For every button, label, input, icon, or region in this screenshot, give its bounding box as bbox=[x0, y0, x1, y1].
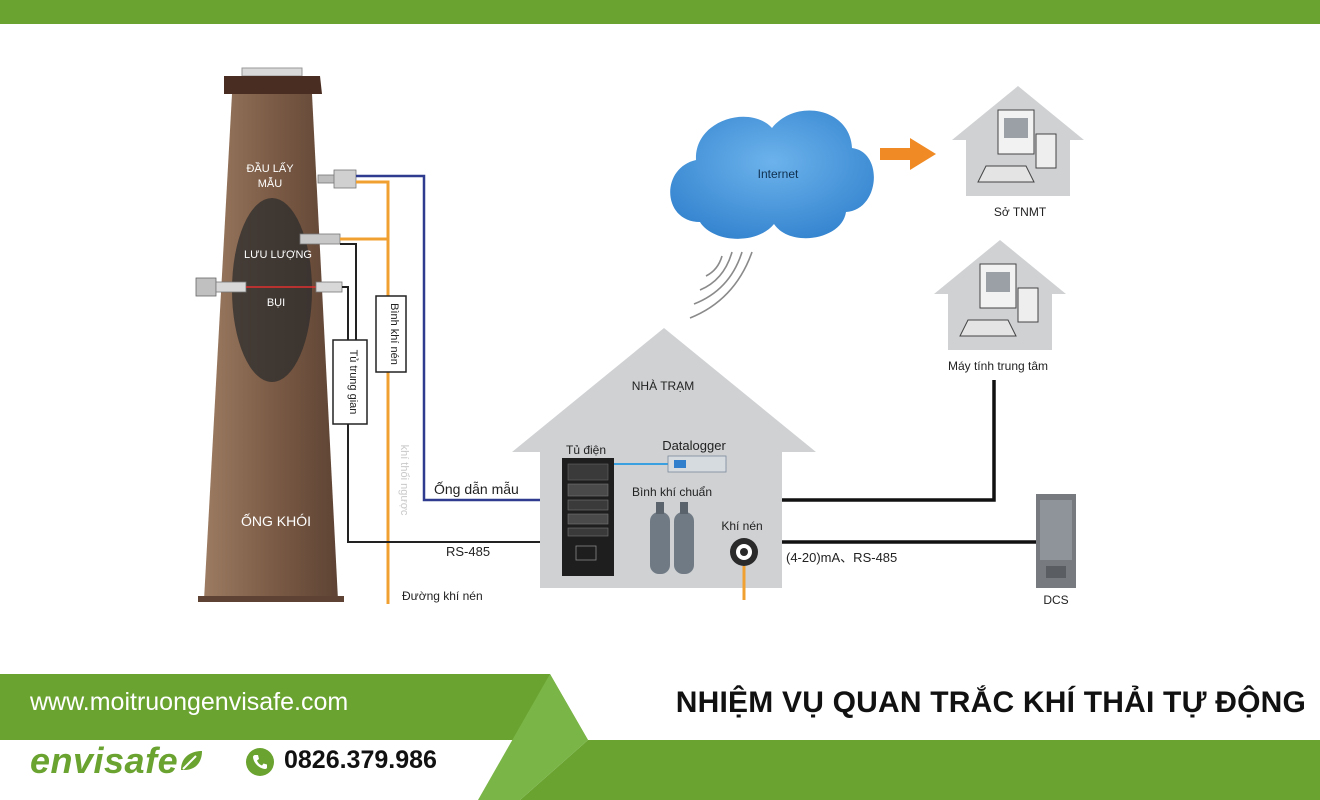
compressed-air-line-label: Đường khí nén bbox=[402, 589, 483, 603]
wireless-waves bbox=[689, 251, 753, 319]
intermediate-cabinet bbox=[332, 339, 368, 425]
compressed-air-label: Khí nén bbox=[721, 519, 762, 533]
phone-number[interactable]: 0826.379.986 bbox=[284, 746, 437, 774]
sampling-probe bbox=[317, 169, 357, 189]
cems-diagram: ỐNG KHÓI ĐẦU LẤY MẪU LƯU LƯỢNG BỤI Tủ tr… bbox=[195, 67, 1084, 607]
compressed-air-tank bbox=[375, 295, 407, 373]
dust-label: BỤI bbox=[267, 297, 285, 309]
dust-sensor bbox=[195, 277, 343, 297]
compressed-air-tank-label: Bình khí nén bbox=[388, 303, 400, 365]
data-flow-arrow-icon bbox=[880, 138, 936, 170]
compressed-air-unit bbox=[730, 538, 758, 600]
sampling-probe-label-1: ĐẦU LẤY bbox=[246, 162, 294, 175]
station-label: NHÀ TRẠM bbox=[632, 378, 694, 393]
central-link bbox=[782, 380, 996, 502]
signal-label: (4-20)mA、RS-485 bbox=[786, 550, 897, 565]
dcs-server bbox=[1036, 494, 1076, 588]
chimney-label: ỐNG KHÓI bbox=[241, 512, 311, 529]
central-computer-label: Máy tính trung tâm bbox=[948, 359, 1048, 373]
calibration-gas-label: Bình khí chuẩn bbox=[632, 485, 712, 499]
sotnmt-label: Sở TNMT bbox=[994, 205, 1047, 219]
flow-label: LƯU LƯỢNG bbox=[244, 249, 312, 261]
internet-label: Internet bbox=[758, 167, 799, 181]
sotnmt-house bbox=[952, 86, 1084, 196]
website-url[interactable]: www.moitruongenvisafe.com bbox=[30, 688, 349, 716]
datalogger bbox=[667, 455, 727, 473]
calibration-gas-cylinders bbox=[650, 502, 694, 574]
central-computer-house bbox=[934, 240, 1066, 350]
electrical-cabinet bbox=[562, 458, 614, 576]
dcs-label: DCS bbox=[1043, 593, 1068, 607]
page-title: NHIỆM VỤ QUAN TRẮC KHÍ THẢI TỰ ĐỘNG bbox=[675, 686, 1306, 719]
leaf-icon bbox=[181, 751, 202, 770]
flow-sensor bbox=[299, 233, 341, 245]
envisafe-logo: envisafe bbox=[30, 740, 179, 781]
top-accent-bar bbox=[0, 0, 1320, 24]
footer: www.moitruongenvisafe.com NHIỆM VỤ QUAN … bbox=[0, 674, 1320, 800]
phone-icon bbox=[246, 748, 274, 776]
cabinet-label: Tủ điện bbox=[566, 443, 606, 457]
sample-pipe-label: Ống dẫn mẫu bbox=[434, 480, 519, 497]
sampling-probe-label-2: MẪU bbox=[258, 177, 283, 190]
reverse-air-label: khí thổi ngược bbox=[398, 445, 410, 516]
internet-cloud bbox=[670, 110, 874, 239]
datalogger-label: Datalogger bbox=[662, 438, 726, 453]
rs485-label: RS-485 bbox=[446, 544, 490, 559]
footer-background bbox=[0, 674, 1320, 800]
intermediate-cabinet-label: Tủ trung gian bbox=[347, 350, 359, 415]
chimney bbox=[198, 67, 344, 602]
chimney-wiring bbox=[340, 174, 540, 604]
